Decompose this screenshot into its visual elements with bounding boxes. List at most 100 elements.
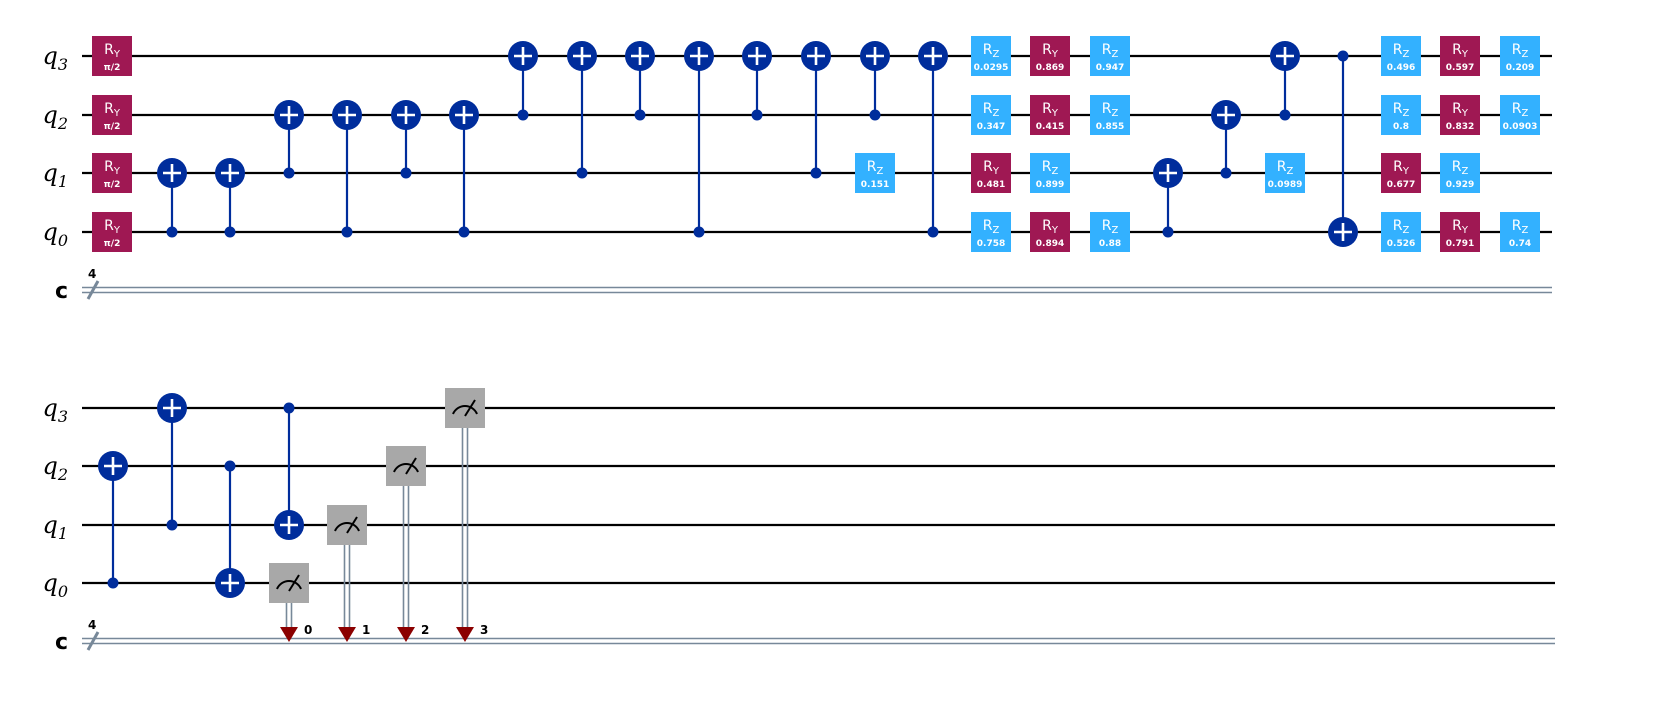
ry-gate-param: 0.481 <box>977 180 1005 190</box>
cnot-gate <box>391 100 421 179</box>
cnot-control-dot <box>634 109 646 121</box>
cnot-control-dot <box>1337 50 1349 62</box>
cnot-control-dot <box>869 109 881 121</box>
cnot-control-dot <box>224 460 236 472</box>
cnot-gate <box>860 41 890 121</box>
rz-gate: RZ0.151 <box>855 153 895 193</box>
rz-gate-box <box>971 95 1011 135</box>
cnot-control-dot <box>751 109 763 121</box>
ry-gate-param: π/2 <box>104 63 121 73</box>
measure-bit-index: 3 <box>480 623 488 637</box>
measure-box <box>445 388 485 428</box>
cnot-control-dot <box>1220 167 1232 179</box>
cnot-gate <box>1153 158 1183 238</box>
cnot-control-dot <box>341 226 353 238</box>
qubit-label-q2: q2 <box>42 452 68 484</box>
ry-gate: RY0.415 <box>1030 95 1070 135</box>
rz-gate-param: 0.947 <box>1096 63 1124 73</box>
meter-needle-icon <box>346 516 358 534</box>
cnot-control-dot <box>166 226 178 238</box>
rz-gate-box <box>1500 212 1540 252</box>
ry-gate: RYπ/2 <box>92 36 132 76</box>
measure-gate: 2 <box>386 446 429 642</box>
ry-gate: RY0.832 <box>1440 95 1480 135</box>
cnot-control-dot <box>576 167 588 179</box>
rz-gate-param: 0.209 <box>1506 63 1534 73</box>
cnot-gate <box>274 402 304 540</box>
rz-gate: RZ0.88 <box>1090 212 1130 252</box>
rz-gate-param: 0.929 <box>1446 180 1474 190</box>
ry-gate-param: 0.597 <box>1446 63 1474 73</box>
cnot-gate <box>332 100 362 238</box>
cnot-control-dot <box>927 226 939 238</box>
ry-gate: RYπ/2 <box>92 212 132 252</box>
cnot-gate <box>1211 100 1241 179</box>
ry-gate-box <box>92 153 132 193</box>
rz-gate-param: 0.74 <box>1509 239 1531 249</box>
qubit-label-q3: q3 <box>42 42 68 74</box>
measure-bit-index: 2 <box>421 623 429 637</box>
ry-gate-box <box>92 36 132 76</box>
measure-arrow <box>456 627 474 642</box>
qubit-label-q0: q0 <box>42 569 68 601</box>
measure-arrow <box>280 627 298 642</box>
cnot-control-dot <box>107 577 119 589</box>
rz-gate-param: 0.758 <box>977 239 1005 249</box>
measure-gate: 0 <box>269 563 312 642</box>
rz-gate: RZ0.0989 <box>1265 153 1305 193</box>
rz-gate: RZ0.0903 <box>1500 95 1540 135</box>
cnot-control-dot <box>400 167 412 179</box>
qubit-label-q2: q2 <box>42 101 68 133</box>
ry-gate-box <box>1381 153 1421 193</box>
ry-gate: RY0.597 <box>1440 36 1480 76</box>
rz-gate: RZ0.74 <box>1500 212 1540 252</box>
rz-gate: RZ0.929 <box>1440 153 1480 193</box>
meter-needle-icon <box>464 399 476 417</box>
rz-gate-box <box>971 36 1011 76</box>
meter-arc-icon <box>334 522 360 532</box>
ry-gate-param: 0.832 <box>1446 122 1474 132</box>
rz-gate-param: 0.855 <box>1096 122 1124 132</box>
rz-gate-box <box>1090 212 1130 252</box>
rz-gate-box <box>1090 36 1130 76</box>
ry-gate-box <box>971 153 1011 193</box>
rz-gate-box <box>855 153 895 193</box>
measure-bit-index: 0 <box>304 623 312 637</box>
cnot-gate <box>742 41 772 121</box>
qubit-label-q1: q1 <box>42 511 68 543</box>
cnot-gate <box>215 158 245 238</box>
rz-gate-box <box>1381 212 1421 252</box>
rz-gate: RZ0.899 <box>1030 153 1070 193</box>
rz-gate: RZ0.947 <box>1090 36 1130 76</box>
classical-register-label: c <box>55 279 68 304</box>
rz-gate-param: 0.8 <box>1393 122 1409 132</box>
rz-gate-box <box>1090 95 1130 135</box>
ry-gate-box <box>1440 212 1480 252</box>
rz-gate: RZ0.855 <box>1090 95 1130 135</box>
cnot-control-dot <box>810 167 822 179</box>
qubit-label-q1: q1 <box>42 159 68 191</box>
cnot-gate <box>567 41 597 179</box>
cnot-gate <box>215 460 245 598</box>
cnot-gate <box>157 393 187 531</box>
cnot-control-dot <box>283 402 295 414</box>
rz-gate-param: 0.0989 <box>1268 180 1303 190</box>
cnot-control-dot <box>458 226 470 238</box>
ry-gate-box <box>1030 212 1070 252</box>
cnot-gate <box>508 41 538 121</box>
rz-gate-box <box>1500 95 1540 135</box>
meter-arc-icon <box>393 463 419 473</box>
cnot-gate <box>1270 41 1300 121</box>
ry-gate: RY0.791 <box>1440 212 1480 252</box>
rz-gate-box <box>1381 95 1421 135</box>
measure-gate: 3 <box>445 388 488 642</box>
cnot-control-dot <box>224 226 236 238</box>
ry-gate-param: π/2 <box>104 122 121 132</box>
rz-gate-box <box>1381 36 1421 76</box>
ry-gate-box <box>1030 95 1070 135</box>
rz-gate: RZ0.758 <box>971 212 1011 252</box>
ry-gate-param: 0.791 <box>1446 239 1474 249</box>
rz-gate: RZ0.526 <box>1381 212 1421 252</box>
measure-box <box>386 446 426 486</box>
